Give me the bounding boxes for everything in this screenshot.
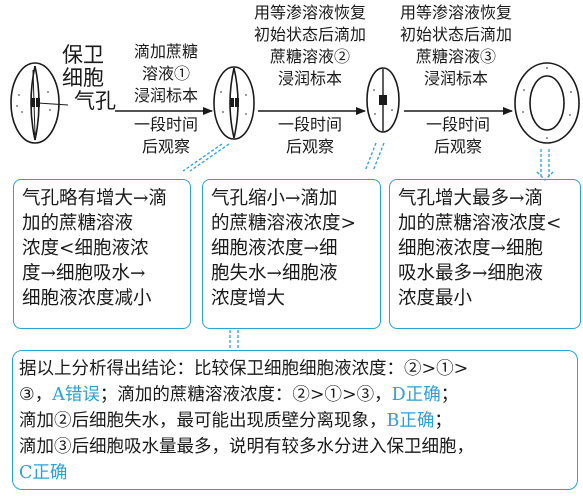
answer-a-verdict: A错误 [52,385,100,405]
step-1-bottom-label: 一段时间 后观察 [133,115,198,156]
label-line-3: 气孔 [74,89,116,113]
dashed-connector-3 [536,149,554,181]
guard-cells-solution-1 [213,66,255,140]
answer-c-verdict: C正确 [19,463,68,483]
guard-cells-initial [10,62,60,144]
guard-cell-label: 保卫 细胞 气孔 [62,44,116,113]
explanation-box-1: 气孔略有增大→滴 加的蔗糖溶液 浓度<细胞液浓 度→细胞吸水→ 细胞液浓度减小 [13,179,191,329]
guard-cells-solution-3 [514,62,580,144]
dashed-connector-2 [364,142,385,172]
step-2-bottom-label: 一段时间 后观察 [277,115,342,156]
explanation-box-3: 气孔增大最多→滴 加的蔗糖溶液浓度< 细胞液浓度→细胞 吸水最多→细胞液 浓度最… [389,179,581,329]
dashed-connector-conclusion [229,330,239,350]
conclusion-box: 据以上分析得出结论：比较保卫细胞细胞液浓度：②>①> ③，A错误；滴加的蔗糖溶液… [12,350,578,490]
conclusion-line-3: 滴加②后细胞失水，最可能出现质壁分离现象，B正确； [19,411,452,431]
step-3-bottom-label: 一段时间 后观察 [425,115,490,156]
conclusion-line-4: 滴加③后细胞吸水量最多，说明有较多水分进入保卫细胞， [19,437,474,457]
label-pointer-line [37,102,69,106]
conclusion-line-1: 据以上分析得出结论：比较保卫细胞细胞液浓度：②>①> [19,359,469,379]
answer-b-verdict: B正确 [386,411,435,431]
dashed-connector-1 [182,143,230,172]
label-line-1: 保卫 [62,43,104,67]
step-3-top-label: 用等渗溶液恢复 初始状态后滴加 蔗糖溶液③ 浸润标本 [399,3,512,88]
label-line-2: 细胞 [62,66,104,90]
guard-cells-solution-2 [366,67,400,133]
step-1-top-label: 滴加蔗糖 溶液① 浸润标本 [133,42,198,105]
conclusion-line-2: ③，A错误；滴加的蔗糖溶液浓度：②>①>③，D正确； [19,385,459,405]
step-2-top-label: 用等渗溶液恢复 初始状态后滴加 蔗糖溶液② 浸润标本 [253,3,366,88]
answer-d-verdict: D正确 [391,385,441,405]
explanation-box-2: 气孔缩小→滴加 的蔗糖溶液浓度> 细胞液浓度→细 胞失水→细胞液 浓度增大 [202,179,381,329]
